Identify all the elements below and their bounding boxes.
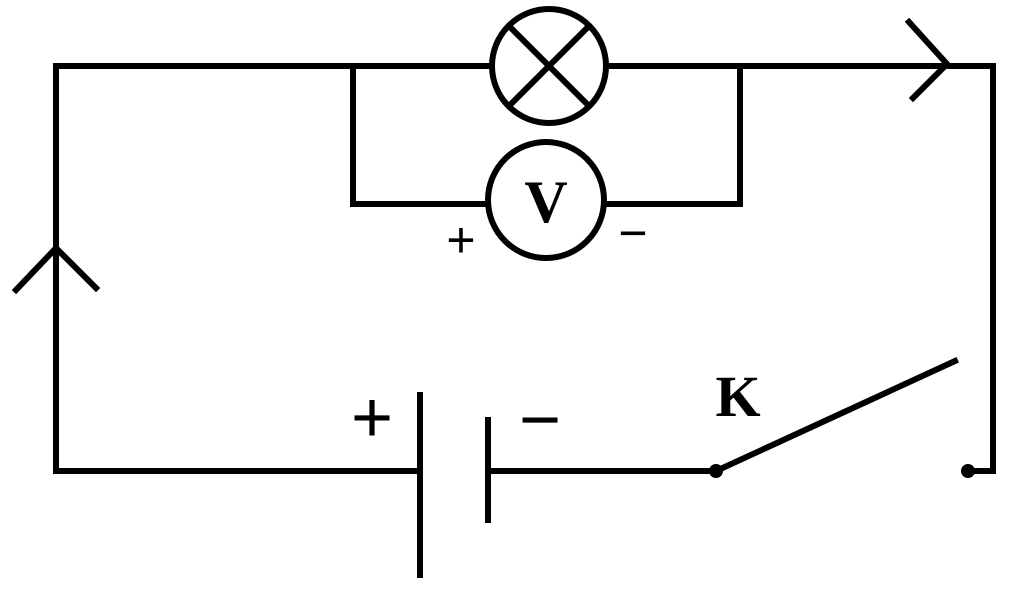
arrow-right-icon	[904, 17, 952, 103]
battery-plus-sign: +	[351, 378, 393, 458]
lamp-icon	[489, 6, 609, 126]
switch-contact	[961, 464, 975, 478]
voltmeter: V + −	[446, 139, 648, 268]
switch: K	[709, 357, 975, 478]
voltmeter-minus-sign: −	[618, 205, 647, 261]
battery-minus-sign: −	[519, 380, 561, 460]
switch-lever	[712, 357, 959, 475]
voltmeter-circle	[485, 139, 607, 261]
main-wires	[53, 63, 996, 474]
voltmeter-plus-sign: +	[446, 212, 475, 268]
voltmeter-label: V	[524, 169, 567, 235]
voltmeter-branch	[350, 63, 743, 207]
arrow-up-icon	[11, 243, 101, 295]
switch-pivot	[709, 464, 723, 478]
switch-label: K	[715, 364, 760, 429]
battery: + −	[351, 378, 561, 578]
